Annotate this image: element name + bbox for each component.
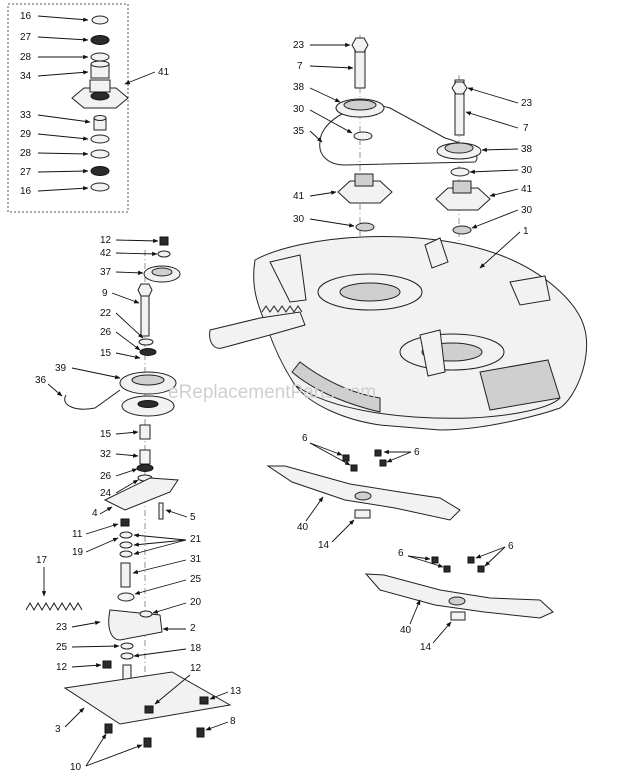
callout-2: 2 [190,623,196,634]
callout-41-a: 41 [158,67,170,78]
callout-14-a: 14 [318,540,330,551]
callout-38-a: 38 [293,82,305,93]
callout-14-b: 14 [420,642,432,653]
callout-6-c: 6 [398,548,404,559]
callout-30-b: 30 [293,214,305,225]
callout-12-a: 12 [100,235,112,246]
callout-21: 21 [190,534,202,545]
callout-25-b: 25 [56,642,68,653]
callout-38-b: 38 [521,144,533,155]
callout-25-a: 25 [190,574,202,585]
callout-9: 9 [102,288,108,299]
callout-35: 35 [293,126,305,137]
callout-30-a: 30 [293,104,305,115]
callout-20: 20 [190,597,202,608]
callout-6-b: 6 [414,447,420,458]
callout-39: 39 [55,363,67,374]
mower-deck [209,236,588,431]
callout-32: 32 [100,449,112,460]
callout-19: 19 [72,547,84,558]
callout-8: 8 [230,716,236,727]
callout-26-a: 26 [100,327,112,338]
callout-24: 24 [100,488,112,499]
callout-28-a: 28 [20,52,32,63]
callout-7-a: 7 [297,61,303,72]
callout-26-b: 26 [100,471,112,482]
callout-4: 4 [92,508,98,519]
callout-40-b: 40 [400,625,412,636]
callout-16-b: 16 [20,186,32,197]
callout-23-c: 23 [56,622,68,633]
callout-29: 29 [20,129,32,140]
callout-27-b: 27 [20,167,32,178]
callout-30-d: 30 [521,205,533,216]
callout-7-b: 7 [523,123,529,134]
callout-11: 11 [72,529,83,540]
callout-3: 3 [55,724,61,735]
inset-spindle-parts [71,15,129,192]
callout-16-a: 16 [20,11,32,22]
callout-6-d: 6 [508,541,514,552]
callout-42: 42 [100,248,112,259]
idler-assembly [25,236,232,748]
callout-27-a: 27 [20,32,32,43]
callout-1: 1 [523,226,529,237]
callout-41-b: 41 [293,191,305,202]
callout-17: 17 [36,555,48,566]
callout-6-a: 6 [302,433,308,444]
callout-18: 18 [190,643,202,654]
callout-23-a: 23 [293,40,305,51]
watermark: eReplacementParts.com [168,382,376,403]
callout-labels: 16 27 28 34 41 33 29 28 27 16 23 7 38 30… [20,11,533,773]
callout-36: 36 [35,375,47,386]
callout-23-b: 23 [521,98,533,109]
callout-15-b: 15 [100,429,112,440]
callout-40-a: 40 [297,522,309,533]
callout-12-c: 12 [190,663,202,674]
callout-31: 31 [190,554,202,565]
blades [266,449,554,621]
callout-28-b: 28 [20,148,32,159]
callout-5: 5 [190,512,196,523]
callout-37: 37 [100,267,112,278]
callout-13: 13 [230,686,242,697]
callout-22: 22 [100,308,112,319]
inset-box [7,3,129,213]
callout-30-c: 30 [521,165,533,176]
callout-34: 34 [20,71,32,82]
callout-41-c: 41 [521,184,533,195]
belt-and-pulleys [319,35,491,330]
callout-10: 10 [70,762,82,773]
callout-12-b: 12 [56,662,68,673]
callout-33: 33 [20,110,32,121]
callout-15-a: 15 [100,348,112,359]
